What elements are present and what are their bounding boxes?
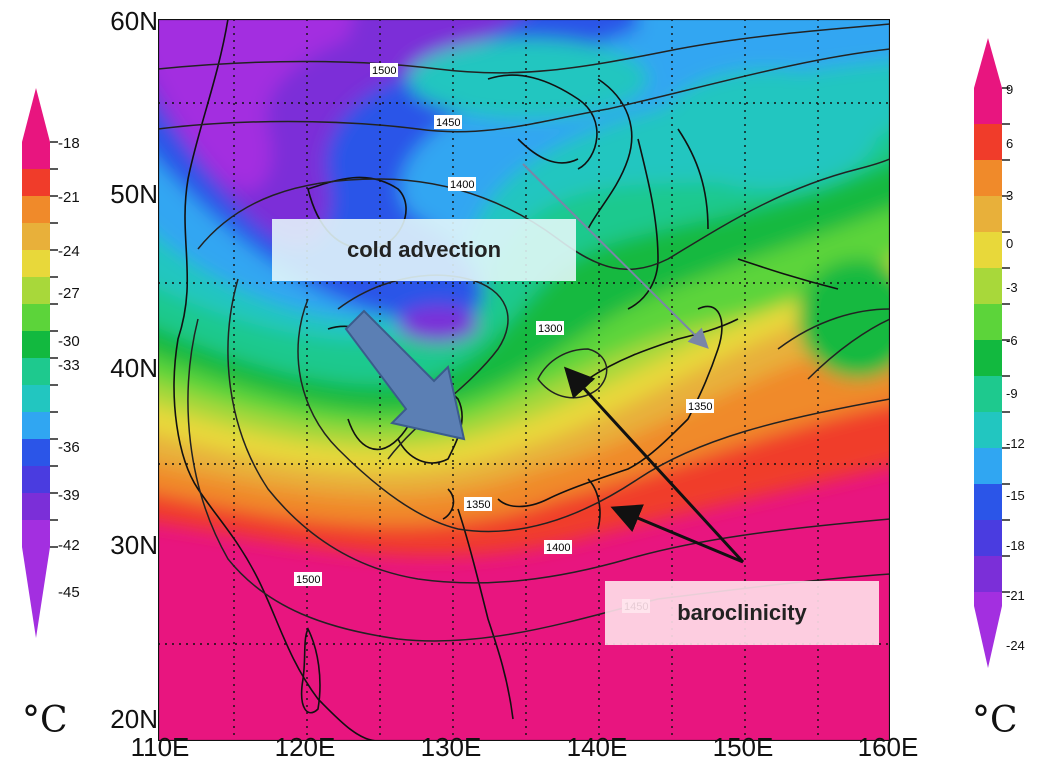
right-colorbar: 9 6 3 0 -3 -6 -9 -12 -15 -18 -21 -24 xyxy=(974,38,1025,668)
right-colorbar-tick: -21 xyxy=(1006,588,1025,603)
lat-label-50n: 50N xyxy=(110,179,158,209)
cold-pool-blob xyxy=(398,306,478,342)
baroclinicity-label: baroclinicity xyxy=(605,581,879,645)
graticule xyxy=(158,19,890,741)
cold-advection-arrow xyxy=(344,309,466,441)
right-colorbar-tick: -3 xyxy=(1006,280,1018,295)
lat-label-60n: 60N xyxy=(110,6,158,36)
right-colorbar-tick: -12 xyxy=(1006,436,1025,451)
contour-label: 1300 xyxy=(538,323,562,335)
lat-label-30n: 30N xyxy=(110,530,158,560)
contour-label-box xyxy=(464,497,492,511)
contour-label-box xyxy=(686,399,714,413)
left-colorbar-tick: -39 xyxy=(58,487,80,504)
contour-label: 1450 xyxy=(436,117,460,129)
right-colorbar-tick: -24 xyxy=(1006,638,1025,653)
cyan-north-blob xyxy=(408,39,648,119)
contour-label: 1350 xyxy=(688,401,712,413)
lon-label-130e: 130E xyxy=(420,732,482,762)
contour-label-box xyxy=(434,115,462,129)
right-colorbar-tick: 0 xyxy=(1006,236,1013,251)
left-unit-label: °C xyxy=(22,700,68,741)
contour-label-box xyxy=(536,321,564,335)
left-colorbar: -18 -21 -24 -27 -30 -33 -36 -39 -42 -45 xyxy=(22,88,80,638)
left-colorbar-tick: -18 xyxy=(58,135,80,152)
contour-label: 1350 xyxy=(466,499,490,511)
right-unit-label: °C xyxy=(972,700,1018,741)
right-colorbar-tick: -6 xyxy=(1006,333,1018,348)
contour-label: 1500 xyxy=(296,574,320,586)
contour-label-box xyxy=(370,63,398,77)
left-colorbar-tick: -30 xyxy=(58,333,80,350)
left-colorbar-tick: -33 xyxy=(58,357,80,374)
left-colorbar-tick: -27 xyxy=(58,285,80,302)
right-colorbar-tick: -18 xyxy=(1006,538,1025,553)
cold-advection-label: cold advection xyxy=(272,219,576,281)
purple-core xyxy=(158,19,353,191)
contour-label: 1500 xyxy=(372,65,396,77)
left-colorbar-tick: -42 xyxy=(58,537,80,554)
map-frame xyxy=(158,19,890,741)
baroclinicity-arrow-south xyxy=(610,504,744,564)
lon-label-120e: 120E xyxy=(274,732,336,762)
lon-label-160e: 160E xyxy=(857,732,919,762)
contour-label-box xyxy=(544,540,572,554)
height-contours xyxy=(158,23,890,642)
left-colorbar-tick: -24 xyxy=(58,243,80,260)
baroclinicity-arrow-north xyxy=(563,366,745,564)
right-colorbar-tick: 6 xyxy=(1006,136,1013,151)
left-colorbar-tick: -45 xyxy=(58,584,80,601)
green-east-blob xyxy=(798,259,890,379)
contour-label: 1400 xyxy=(450,179,474,191)
left-colorbar-tick: -36 xyxy=(58,439,80,456)
contour-label: 1400 xyxy=(546,542,570,554)
right-colorbar-tick: -9 xyxy=(1006,386,1018,401)
left-colorbar-tick: -21 xyxy=(58,189,80,206)
lon-label-140e: 140E xyxy=(566,732,628,762)
advection-flow-arrow xyxy=(522,163,709,349)
lat-label-40n: 40N xyxy=(110,353,158,383)
right-colorbar-tick: -15 xyxy=(1006,488,1025,503)
lon-label-110e: 110E xyxy=(130,732,190,762)
coastlines xyxy=(173,19,839,741)
contour-label-box xyxy=(448,177,476,191)
lat-label-20n: 20N xyxy=(110,704,158,734)
contour-label-box xyxy=(294,572,322,586)
lon-label-150e: 150E xyxy=(712,732,774,762)
right-colorbar-tick: 9 xyxy=(1006,82,1013,97)
right-colorbar-tick: 3 xyxy=(1006,188,1013,203)
cyan-ne-blob xyxy=(658,69,878,189)
